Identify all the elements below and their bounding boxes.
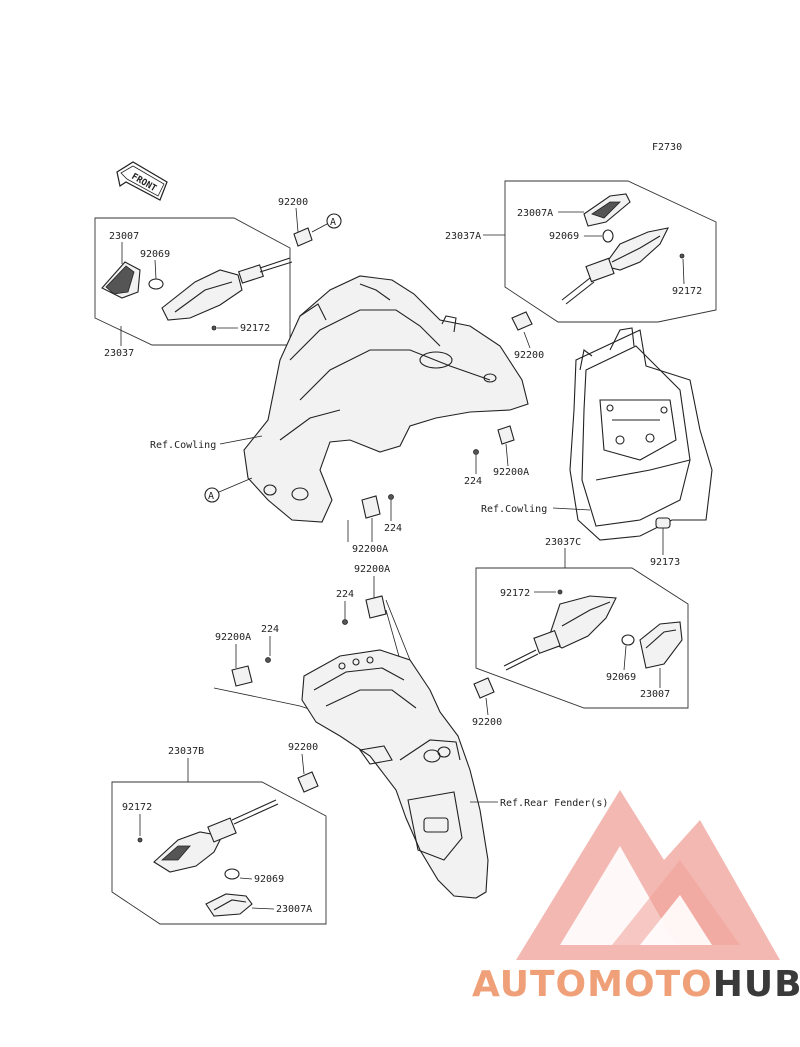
label-23007-left: 23007 <box>109 231 139 242</box>
label-92069-top: 92069 <box>549 231 579 242</box>
turn-signal-23037C <box>503 595 617 671</box>
label-224-b: 224 <box>336 589 354 600</box>
screw-224-mid <box>473 449 479 455</box>
bulb-92069-left <box>148 278 164 290</box>
label-92069-b: 92069 <box>254 874 284 885</box>
screw-92172-c <box>557 589 563 595</box>
box-23037B <box>111 781 327 925</box>
bracket-92200A-b <box>365 595 387 619</box>
screw-224-low <box>388 494 394 500</box>
cowling-part <box>243 275 529 523</box>
screw-92172-top <box>679 253 685 259</box>
label-92200A-c: 92200A <box>215 632 251 643</box>
turn-signal-23037B <box>153 799 279 873</box>
callout-a-bottom-label: A <box>208 491 214 502</box>
bulb-92069-top <box>602 229 614 243</box>
bulb-92069-c <box>621 634 635 646</box>
bracket-92200A-low <box>361 495 381 519</box>
lens-23007A-b <box>205 893 253 917</box>
label-92200-top: 92200 <box>278 197 308 208</box>
label-92200-c: 92200 <box>472 717 502 728</box>
label-23007A-b: 23007A <box>276 904 312 915</box>
label-92173: 92173 <box>650 557 680 568</box>
label-92200-mid: 92200 <box>514 350 544 361</box>
front-arrow-icon: FRONT <box>116 161 168 201</box>
label-23037B: 23037B <box>168 746 204 757</box>
bracket-92200-mid <box>511 311 533 331</box>
screw-224-c <box>265 657 271 663</box>
rear-fender-part <box>301 649 489 899</box>
label-23037: 23037 <box>104 348 134 359</box>
bulb-92069-b <box>224 868 240 880</box>
label-92200A-b: 92200A <box>354 564 390 575</box>
turn-signal-23037 <box>161 257 293 321</box>
bracket-92200-c <box>473 677 495 699</box>
label-23037C: 23037C <box>545 537 581 548</box>
label-ref-cowling-right: Ref.Cowling <box>481 504 547 515</box>
label-224-c: 224 <box>261 624 279 635</box>
figure-code: F2730 <box>652 142 682 153</box>
callout-a-top <box>326 213 342 229</box>
label-23007A-top: 23007A <box>517 208 553 219</box>
bracket-92200-top <box>293 227 313 247</box>
label-23037A: 23037A <box>445 231 481 242</box>
label-92172-b: 92172 <box>122 802 152 813</box>
label-ref-rear-fender: Ref.Rear Fender(s) <box>500 798 608 809</box>
grommet-92173 <box>655 517 671 529</box>
cowling-frame-part <box>569 327 713 541</box>
label-92200A-low: 92200A <box>352 544 388 555</box>
label-23007-c: 23007 <box>640 689 670 700</box>
watermark-text-part2: HUB <box>713 964 800 1005</box>
lens-23007-left <box>101 261 141 299</box>
bracket-92200A-mid <box>497 425 515 445</box>
label-92200A-mid: 92200A <box>493 467 529 478</box>
watermark-logo-icon <box>516 790 780 960</box>
bracket-92200A-c <box>231 665 253 687</box>
watermark-text-part1: AUTOMOTO <box>472 964 713 1005</box>
screw-92172-b <box>137 837 143 843</box>
label-92172-c: 92172 <box>500 588 530 599</box>
label-92172-left: 92172 <box>240 323 270 334</box>
callout-a-bottom <box>204 487 220 503</box>
label-224-mid: 224 <box>464 476 482 487</box>
screw-224-b <box>342 619 348 625</box>
label-92200-b: 92200 <box>288 742 318 753</box>
screw-92172-left <box>211 325 217 331</box>
bracket-92200-b <box>297 771 319 793</box>
box-23037C <box>475 567 689 709</box>
label-92172-top: 92172 <box>672 286 702 297</box>
box-23037A <box>504 180 717 323</box>
label-224-low: 224 <box>384 523 402 534</box>
label-ref-cowling-left: Ref.Cowling <box>150 440 216 451</box>
callout-a-top-label: A <box>330 217 336 228</box>
lens-23007-c <box>639 621 683 669</box>
watermark-text: AUTOMOTOHUB <box>472 964 800 1005</box>
turn-signal-23037A <box>561 227 669 305</box>
lens-23007A-top <box>583 193 631 227</box>
label-92069-c: 92069 <box>606 672 636 683</box>
label-92069-left: 92069 <box>140 249 170 260</box>
